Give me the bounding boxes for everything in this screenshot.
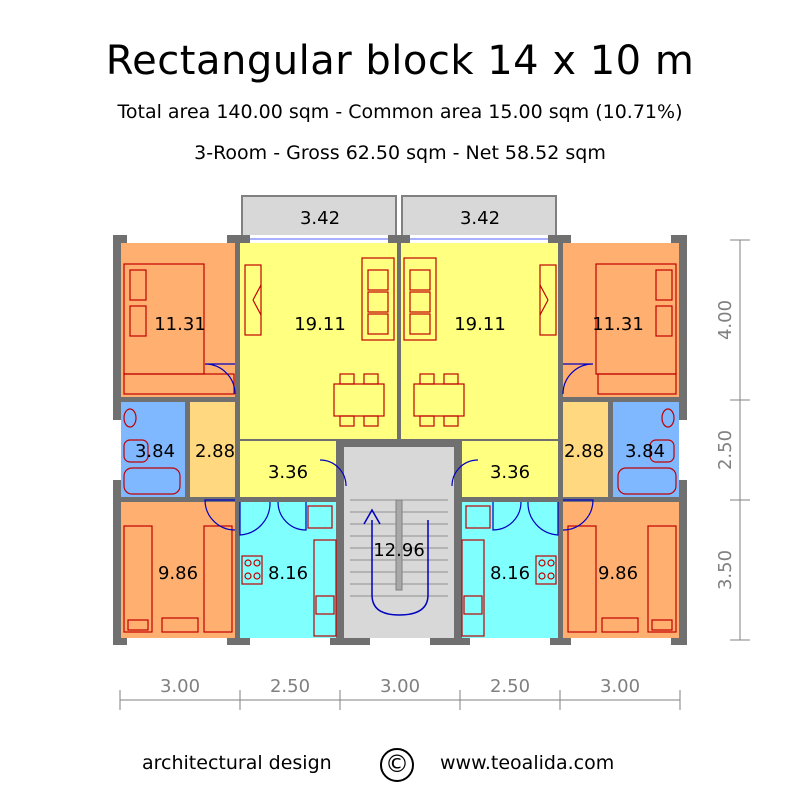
balcony-left xyxy=(241,195,397,239)
corridor-right xyxy=(462,441,558,497)
bed-icon xyxy=(203,525,233,633)
area-label: 3.84 xyxy=(135,441,175,462)
area-label: 2.88 xyxy=(195,441,235,462)
sofa-icon xyxy=(403,257,437,341)
tv-unit-icon xyxy=(539,264,557,336)
room-labels: 3.42 3.42 11.31 19.11 19.11 11.31 3.84 2… xyxy=(135,208,665,584)
stair-arrow-head-icon xyxy=(363,508,381,525)
living-left xyxy=(240,243,397,439)
vertical-dimension-line xyxy=(730,239,750,641)
rooms xyxy=(121,243,679,638)
footer-website-link[interactable]: www.teoalida.com xyxy=(440,752,615,774)
sofa-icon xyxy=(361,257,395,341)
area-label: 3.84 xyxy=(625,441,665,462)
bathtub-icon xyxy=(123,467,181,495)
hall-right xyxy=(563,402,608,497)
area-label: 3.42 xyxy=(460,208,500,229)
stove-icon xyxy=(241,555,263,585)
dining-table-icon xyxy=(333,383,385,417)
apartment-area-text: 3-Room - Gross 62.50 sqm - Net 58.52 sqm xyxy=(194,142,606,164)
dimension-label: 3.00 xyxy=(160,676,200,697)
stairs xyxy=(350,499,448,597)
footer-left-text: architectural design xyxy=(142,752,332,774)
corridor-left xyxy=(240,441,336,497)
horizontal-dimension-labels: 3.00 2.50 3.00 2.50 3.00 xyxy=(160,676,640,697)
bed-icon xyxy=(567,525,597,633)
hall-left xyxy=(190,402,235,497)
kitchen-left xyxy=(240,502,336,638)
horizontal-dimension-line xyxy=(119,690,681,710)
area-label: 3.36 xyxy=(490,462,530,483)
area-label: 8.16 xyxy=(268,563,308,584)
area-label: 11.31 xyxy=(154,314,206,335)
bathtub-icon xyxy=(617,467,677,495)
dimension-label: 2.50 xyxy=(270,676,310,697)
page-title: Rectangular block 14 x 10 m xyxy=(105,38,695,84)
area-label: 11.31 xyxy=(592,314,644,335)
dimension-label: 3.00 xyxy=(600,676,640,697)
stove-icon xyxy=(535,555,557,585)
bed-icon xyxy=(647,525,677,633)
bath-right xyxy=(613,402,679,497)
dimension-label: 4.00 xyxy=(715,300,736,340)
area-label: 3.36 xyxy=(268,462,308,483)
bedroom-top-right xyxy=(563,243,679,397)
dimension-label: 2.50 xyxy=(490,676,530,697)
sink-icon xyxy=(649,439,675,463)
area-label: 2.88 xyxy=(564,441,604,462)
fridge-icon xyxy=(465,505,491,529)
furniture xyxy=(123,257,677,637)
toilet-icon xyxy=(123,408,137,428)
area-label: 3.42 xyxy=(300,208,340,229)
bedroom-bottom-right xyxy=(563,502,679,638)
balconies xyxy=(241,195,557,239)
total-area-text: Total area 140.00 sqm - Common area 15.0… xyxy=(117,101,683,123)
bedroom-bottom-left xyxy=(121,502,235,638)
living-right xyxy=(401,243,558,439)
dimension-label: 3.50 xyxy=(715,550,736,590)
balcony-right xyxy=(401,195,557,239)
bedroom-top-left xyxy=(121,243,235,397)
kitchen-sink-icon xyxy=(315,595,335,615)
tv-unit-icon xyxy=(244,264,262,336)
doors xyxy=(204,363,594,536)
dining-table-icon xyxy=(413,383,465,417)
fridge-icon xyxy=(307,505,333,529)
bed-icon xyxy=(123,525,153,633)
area-label: 19.11 xyxy=(294,314,346,335)
area-label: 8.16 xyxy=(490,563,530,584)
area-label: 19.11 xyxy=(454,314,506,335)
sink-icon xyxy=(123,439,149,463)
copyright-icon: © xyxy=(380,748,414,782)
area-label: 9.86 xyxy=(158,563,198,584)
area-label: 9.86 xyxy=(598,563,638,584)
stair-arrow-path xyxy=(371,520,429,616)
kitchen-sink-icon xyxy=(463,595,483,615)
dimension-label: 3.00 xyxy=(380,676,420,697)
dimension-label: 2.50 xyxy=(715,430,736,470)
area-label: 12.96 xyxy=(373,540,425,561)
toilet-icon xyxy=(661,408,675,428)
vertical-dimension-labels: 4.00 2.50 3.50 xyxy=(715,300,736,590)
bath-left xyxy=(121,402,185,497)
